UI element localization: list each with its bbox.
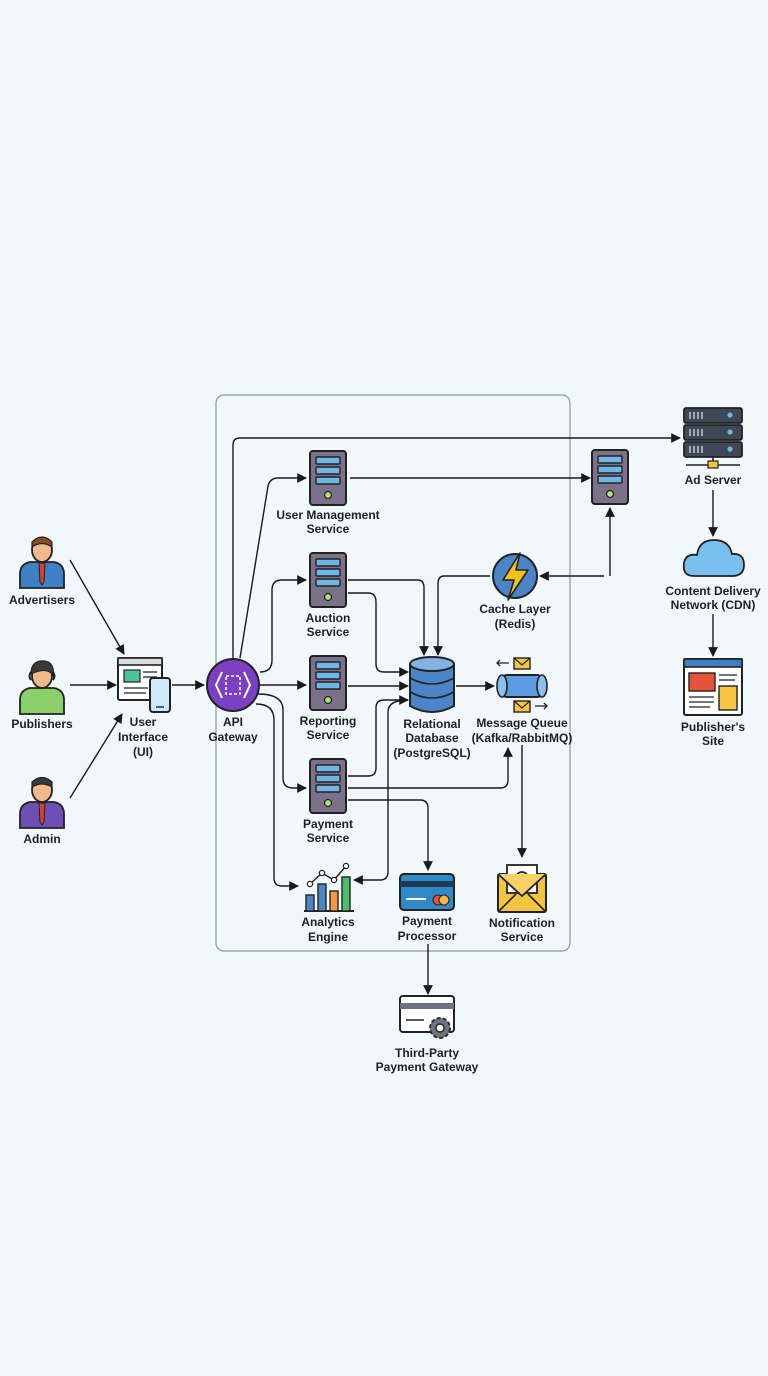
server-icon [309,758,347,814]
edge-gateway-auction [259,575,307,673]
svg-text:Cache Layer: Cache Layer [479,602,551,616]
svg-text:Payment Gateway: Payment Gateway [376,1060,479,1074]
svg-text:(Redis): (Redis) [495,617,536,631]
svg-text:Service: Service [307,728,350,742]
edge-auction-database-b [348,592,409,677]
email-envelope-icon [497,864,547,913]
svg-text:Ad Server: Ad Server [685,473,742,487]
edge-admin-ui [69,713,123,799]
reporting-service-node[interactable]: Reporting Service [300,655,357,742]
ad-server-node[interactable]: Ad Server [683,407,743,487]
lightning-bolt-icon [492,552,538,601]
edge-payment-queue [348,747,513,789]
server-icon [309,655,347,711]
svg-text:Database: Database [405,731,459,745]
payment-service-node[interactable]: Payment Service [303,758,353,845]
api-gateway-icon [206,658,260,712]
edge-database-analytics [353,699,409,885]
publishers-site-node[interactable]: Publisher's Site [681,658,746,748]
analytics-engine-node[interactable]: Analytics Engine [301,862,355,944]
server-icon [309,450,347,506]
message-queue-node[interactable]: Message Queue (Kafka/RabbitMQ) [472,657,573,745]
svg-text:Relational: Relational [403,717,460,731]
svg-text:Content Delivery: Content Delivery [665,584,761,598]
svg-text:(Kafka/RabbitMQ): (Kafka/RabbitMQ) [472,731,573,745]
publisher-person-icon [19,663,65,715]
svg-text:Processor: Processor [398,929,457,943]
svg-text:Service: Service [307,831,350,845]
actor-publishers[interactable]: Publishers [11,660,73,731]
database-icon [409,656,455,713]
svg-text:User: User [130,715,157,729]
relational-database-node[interactable]: Relational Database (PostgreSQL) [393,656,471,760]
edge-gateway-usermgmt [239,473,307,659]
cloud-icon [682,539,745,577]
server-icon [309,552,347,608]
user-management-service-node[interactable]: User Management Service [276,450,380,536]
third-party-payment-gateway-node[interactable]: Third-Party Payment Gateway [376,995,479,1074]
edge-payment-database [348,695,409,777]
svg-text:Reporting: Reporting [300,714,357,728]
svg-text:Message Queue: Message Queue [476,716,568,730]
user-interface-node[interactable]: User Interface (UI) [117,657,171,759]
svg-text:Service: Service [307,522,350,536]
cache-layer-node[interactable]: Cache Layer (Redis) [479,552,551,631]
svg-text:Site: Site [702,734,724,748]
svg-text:Publisher's: Publisher's [681,720,746,734]
svg-text:Third-Party: Third-Party [395,1046,459,1060]
api-gateway-node[interactable]: API Gateway [206,658,260,744]
svg-text:Interface: Interface [118,730,168,744]
card-gear-icon [399,995,455,1039]
svg-text:Advertisers: Advertisers [9,593,75,607]
svg-text:(PostgreSQL): (PostgreSQL) [393,746,470,760]
svg-text:Admin: Admin [23,832,60,846]
svg-text:Payment: Payment [402,914,452,928]
cdn-node[interactable]: Content Delivery Network (CDN) [665,539,761,612]
actor-advertisers[interactable]: Advertisers [9,536,75,607]
ui-screens-icon [117,657,171,713]
actor-admin[interactable]: Admin [19,776,65,847]
credit-card-icon [399,873,455,911]
server-rack-icon [683,407,743,469]
svg-text:Gateway: Gateway [208,730,258,744]
svg-text:User Management: User Management [276,508,379,522]
svg-text:Auction: Auction [306,611,351,625]
edge-payment-processor [348,799,433,871]
edge-cache-database [433,575,490,656]
svg-text:Service: Service [501,930,544,944]
bar-chart-icon [304,862,354,912]
svg-text:(UI): (UI) [133,745,153,759]
payment-processor-node[interactable]: Payment Processor [398,873,457,943]
edge-auction-database-a [348,579,429,656]
edge-gateway-analytics [255,703,299,891]
connections [69,433,718,995]
edge-advertisers-ui [69,559,125,655]
svg-text:Service: Service [307,625,350,639]
svg-text:Analytics: Analytics [301,915,355,929]
edge-gateway-payment [257,693,307,793]
svg-text:Payment: Payment [303,817,353,831]
notification-service-node[interactable]: Notification Service [489,864,555,944]
secondary-server-node[interactable] [591,449,629,505]
svg-text:Network (CDN): Network (CDN) [671,598,756,612]
svg-text:Engine: Engine [308,930,348,944]
message-queue-icon [496,657,548,713]
svg-text:API: API [223,715,243,729]
server-icon [591,449,629,505]
webpage-icon [683,658,743,716]
svg-text:Notification: Notification [489,916,555,930]
auction-service-node[interactable]: Auction Service [306,552,351,639]
svg-text:Publishers: Publishers [11,717,73,731]
edge-gateway-adserver [232,433,681,658]
